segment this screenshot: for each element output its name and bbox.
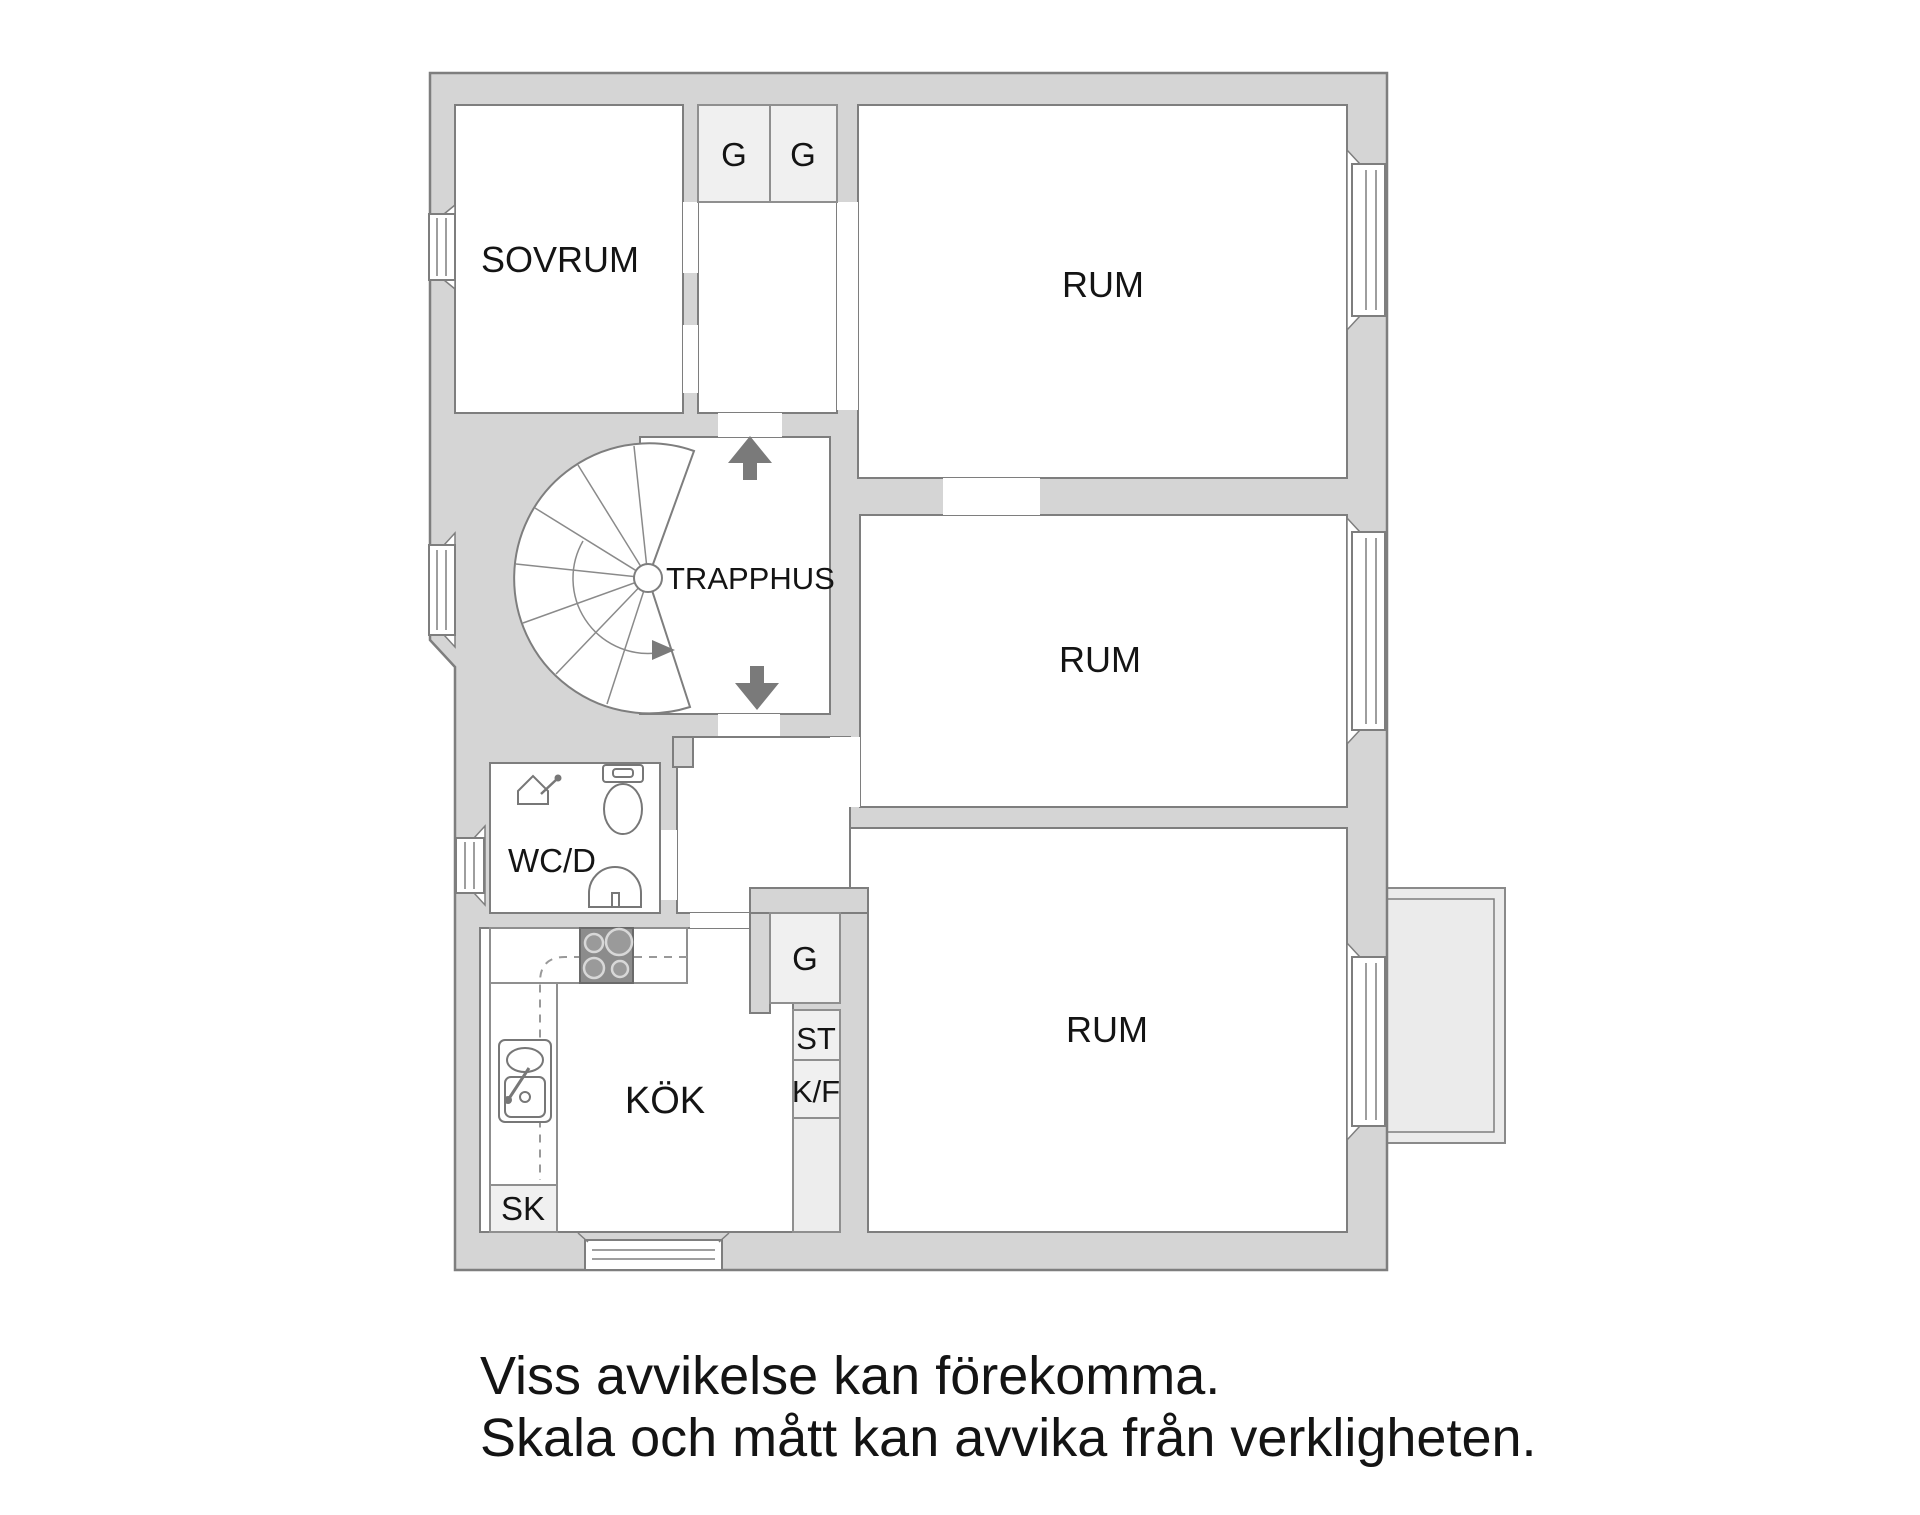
spiral-staircase: [513, 442, 696, 715]
stove-icon: [579, 927, 634, 984]
label-g1: G: [721, 136, 747, 173]
room-rum-top: [857, 104, 1348, 479]
window-trapphus: [428, 531, 456, 649]
balcony: [1386, 887, 1506, 1144]
window-sovrum: [428, 203, 456, 291]
footer-line-1: Viss avvikelse kan förekomma.: [480, 1346, 1220, 1406]
label-kok: KÖK: [625, 1080, 705, 1122]
hallway: [676, 736, 851, 914]
label-g3: G: [792, 940, 818, 977]
label-sovrum: SOVRUM: [481, 239, 639, 280]
label-g2: G: [790, 136, 816, 173]
stairs-down-arrow-icon: [735, 666, 779, 710]
footer-line-2: Skala och mått kan avvika från verklighe…: [480, 1408, 1537, 1468]
label-rum-middle: RUM: [1059, 639, 1141, 680]
toilet-icon: [602, 764, 644, 835]
door-jamb: [672, 736, 694, 768]
closet-kf: [792, 1059, 841, 1119]
window-rum-middle: [1346, 516, 1386, 746]
closet-st: [792, 1009, 841, 1061]
label-sk: SK: [501, 1190, 545, 1227]
trapphus-area: [513, 413, 831, 737]
window-kok: [577, 1232, 730, 1271]
wardrobe-g3: [769, 912, 841, 1004]
walkline-arrowhead-icon: [652, 640, 675, 660]
label-rum-top: RUM: [1062, 264, 1144, 305]
label-wcd: WC/D: [508, 842, 596, 879]
room-rum-middle: [859, 514, 1348, 808]
closet-unlabeled: [792, 1117, 841, 1233]
washbasin-icon: [588, 866, 642, 908]
stair-walkline: [572, 540, 657, 655]
worktop-dashed-line: [539, 956, 687, 1180]
closet-sk: [489, 1184, 558, 1233]
wardrobes-top: [697, 104, 838, 203]
shower-icon: [517, 774, 562, 805]
balcony-door: [1346, 941, 1386, 1142]
room-sovrum: [454, 104, 684, 414]
closet-bracket-wall-left: [749, 912, 771, 1014]
stairs-up-arrow-icon: [728, 436, 772, 480]
kitchen-sink-icon: [498, 1039, 552, 1123]
closet-bracket-wall: [749, 887, 869, 914]
hall-below-closets: [697, 201, 838, 414]
window-rum-top: [1346, 148, 1386, 332]
stair-treads: [515, 445, 649, 705]
label-st: ST: [796, 1021, 836, 1056]
stair-hub: [633, 563, 663, 593]
label-trapphus: TRAPPHUS: [666, 561, 835, 596]
window-wcd: [455, 824, 486, 907]
label-rum-bottom: RUM: [1066, 1009, 1148, 1050]
label-kf: K/F: [792, 1074, 840, 1109]
